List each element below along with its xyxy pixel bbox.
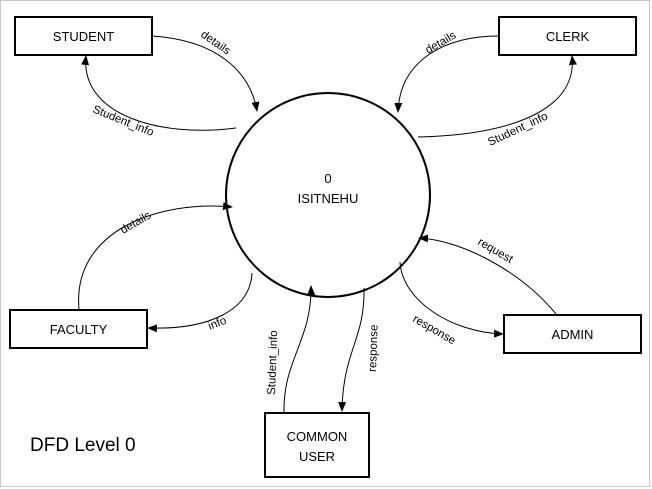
entity-admin[interactable]: ADMIN <box>503 314 642 354</box>
flow-student-details-line <box>151 35 260 112</box>
flow-user-response-label: response <box>367 324 381 372</box>
entity-faculty[interactable]: FACULTY <box>9 309 148 349</box>
flow-faculty-details-line <box>78 202 233 310</box>
flow-clerk-info-line <box>417 55 577 138</box>
entity-common-user[interactable]: COMMON USER <box>264 412 370 478</box>
entity-student-label: STUDENT <box>53 29 114 44</box>
flow-user-response-line <box>338 287 365 412</box>
flow-faculty-details-label: details <box>119 209 154 236</box>
flow-user-info-line <box>283 285 316 413</box>
entity-clerk[interactable]: CLERK <box>498 16 637 56</box>
flow-admin-response-label: response <box>411 313 458 347</box>
flow-clerk-info-label: Student_info <box>486 111 550 149</box>
flow-student-info-label: Student_info <box>91 104 155 139</box>
flow-student-info-line <box>81 55 237 131</box>
entity-admin-label: ADMIN <box>552 327 594 342</box>
flow-admin-response-line <box>399 261 504 338</box>
flow-admin-request-label: request <box>476 236 516 266</box>
flow-faculty-info-line <box>147 272 253 333</box>
entity-student[interactable]: STUDENT <box>14 16 153 56</box>
flow-admin-request-line <box>418 234 557 315</box>
flow-clerk-details-line <box>394 35 500 113</box>
entity-faculty-label: FACULTY <box>50 322 108 337</box>
flow-user-info-label: Student_info <box>266 330 280 395</box>
process-name: ISITNEHU <box>298 191 359 206</box>
diagram-title: DFD Level 0 <box>30 435 136 456</box>
flow-faculty-info-label: info <box>207 315 229 333</box>
entity-common-user-label-line1: COMMON <box>287 429 348 444</box>
entity-clerk-label: CLERK <box>546 29 590 44</box>
process-number: 0 <box>324 171 331 186</box>
process-circle[interactable] <box>225 92 431 298</box>
entity-common-user-label-line2: USER <box>299 449 335 464</box>
